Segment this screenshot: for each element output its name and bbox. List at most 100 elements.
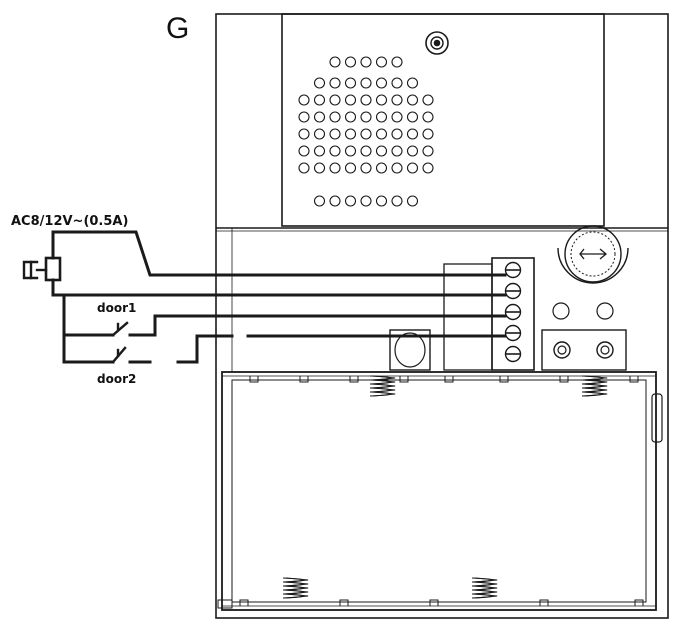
door2-wire-in xyxy=(62,333,115,364)
speaker-hole xyxy=(298,111,310,123)
speaker-hole xyxy=(422,128,434,140)
speaker-hole xyxy=(313,77,326,89)
speaker-hole xyxy=(375,145,388,157)
speaker-hole xyxy=(375,162,388,174)
door-station-housing xyxy=(215,13,669,619)
speaker-hole xyxy=(344,56,357,68)
indicator-hole-right xyxy=(596,302,614,320)
speaker-hole xyxy=(391,162,403,174)
speaker-hole xyxy=(329,128,341,140)
speaker-hole xyxy=(344,128,357,140)
speaker-hole xyxy=(344,195,357,207)
speaker-hole xyxy=(375,56,388,68)
power-supply-label: AC8/12V~(0.5A) xyxy=(11,214,129,229)
speaker-hole xyxy=(298,145,310,157)
spring-coil xyxy=(584,375,608,397)
compartment-notch xyxy=(634,599,644,606)
switch-icon xyxy=(111,321,129,337)
speaker-hole xyxy=(406,94,419,106)
compartment-notch xyxy=(239,599,249,606)
speaker-hole xyxy=(406,195,419,207)
speaker-hole xyxy=(313,145,326,157)
speaker-hole xyxy=(375,111,388,123)
door2-wire-out xyxy=(176,334,234,364)
speaker-hole xyxy=(422,94,434,106)
speaker-hole xyxy=(406,162,419,174)
wiring xyxy=(22,230,507,364)
speaker-hole xyxy=(344,94,357,106)
speaker-hole xyxy=(344,162,357,174)
speaker-hole xyxy=(360,111,372,123)
compartment-notch xyxy=(349,376,359,383)
speaker-hole xyxy=(313,162,326,174)
speaker-hole xyxy=(360,162,372,174)
speaker-hole xyxy=(344,145,357,157)
speaker-hole xyxy=(360,77,372,89)
battery-compartment xyxy=(217,371,663,611)
terminal-screw xyxy=(504,261,522,279)
plug-icon xyxy=(22,256,62,282)
speaker-hole xyxy=(360,128,372,140)
speaker-hole xyxy=(375,128,388,140)
battery-latch xyxy=(651,393,663,443)
speaker-hole xyxy=(375,195,388,207)
speaker-hole xyxy=(344,77,357,89)
compartment-notch xyxy=(629,376,639,383)
speaker-hole xyxy=(360,145,372,157)
mounting-bracket xyxy=(541,329,627,371)
speaker-hole xyxy=(329,56,341,68)
speaker-hole xyxy=(329,111,341,123)
compartment-notch xyxy=(299,376,309,383)
spring-coil xyxy=(474,577,498,599)
terminal-screw xyxy=(504,303,522,321)
speaker-hole xyxy=(329,77,341,89)
speaker-hole xyxy=(391,195,403,207)
power-wire-1 xyxy=(51,230,507,277)
terminal-screw xyxy=(504,345,522,363)
terminal-screw xyxy=(504,324,522,342)
speaker-hole xyxy=(329,195,341,207)
figure-letter: G xyxy=(166,12,190,45)
compartment-notch xyxy=(429,599,439,606)
indicator-hole-left xyxy=(552,302,570,320)
speaker-hole xyxy=(360,195,372,207)
camera-lens-icon xyxy=(425,31,449,55)
speaker-hole xyxy=(313,111,326,123)
corner-clip xyxy=(217,599,233,609)
speaker-hole xyxy=(313,128,326,140)
speaker-hole xyxy=(406,111,419,123)
speaker-hole xyxy=(298,162,310,174)
speaker-hole xyxy=(298,128,310,140)
compartment-notch xyxy=(559,376,569,383)
speaker-hole xyxy=(375,77,388,89)
speaker-hole xyxy=(391,145,403,157)
compartment-notch xyxy=(399,376,409,383)
compartment-notch xyxy=(539,599,549,606)
spring-coil xyxy=(285,577,309,599)
speaker-hole xyxy=(391,77,403,89)
speaker-hole xyxy=(313,195,326,207)
speaker-panel xyxy=(281,13,605,227)
speaker-hole xyxy=(406,77,419,89)
power-wire-2 xyxy=(51,278,507,297)
compartment-notch xyxy=(339,599,349,606)
speaker-hole xyxy=(422,162,434,174)
speaker-hole xyxy=(422,111,434,123)
speaker-hole xyxy=(313,94,326,106)
speaker-grille-icon xyxy=(298,56,434,207)
speaker-hole xyxy=(360,56,372,68)
speaker-hole xyxy=(298,94,310,106)
volume-knob-icon xyxy=(557,225,629,284)
speaker-hole xyxy=(391,94,403,106)
speaker-hole xyxy=(329,145,341,157)
door2-label: door2 xyxy=(97,372,137,386)
compartment-notch xyxy=(249,376,259,383)
switch-icon xyxy=(111,346,127,364)
speaker-hole xyxy=(391,111,403,123)
speaker-hole xyxy=(422,145,434,157)
speaker-hole xyxy=(329,162,341,174)
speaker-hole xyxy=(329,94,341,106)
door1-wire-out xyxy=(128,314,507,337)
